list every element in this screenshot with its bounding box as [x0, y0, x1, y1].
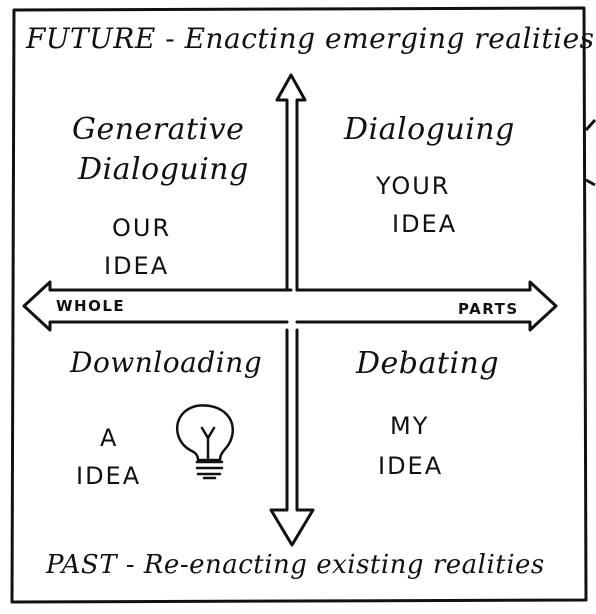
idea-label-a-idea: IDEA: [76, 462, 142, 490]
past-label: PAST - Re-enacting existing realities: [46, 550, 545, 580]
idea-label-my-idea: IDEA: [378, 452, 444, 480]
frame-tail: [584, 118, 596, 187]
quadrant-title-dialoguing: Dialoguing: [344, 112, 515, 147]
quadrant-title-dialoguing-generative: Dialoguing: [78, 152, 249, 187]
idea-label-a: A: [100, 424, 119, 452]
quadrant-title-downloading: Downloading: [70, 346, 263, 379]
parts-label: PARTS: [458, 300, 519, 318]
quadrant-title-generative: Generative: [72, 112, 245, 147]
vertical-axis-arrow: [269, 73, 315, 547]
idea-label-my: MY: [390, 412, 430, 440]
idea-label-our-idea: IDEA: [104, 252, 170, 280]
idea-label-your-idea: IDEA: [392, 210, 458, 238]
future-label: FUTURE - Enacting emerging realities: [26, 22, 595, 55]
idea-label-our: OUR: [112, 214, 172, 242]
whole-label: WHOLE: [56, 297, 126, 315]
lightbulb-icon: [175, 404, 234, 480]
idea-label-your: YOUR: [376, 172, 451, 200]
outer-border: [10, 6, 588, 604]
quadrant-title-debating: Debating: [356, 346, 500, 381]
horizontal-axis-arrow: [22, 280, 558, 332]
